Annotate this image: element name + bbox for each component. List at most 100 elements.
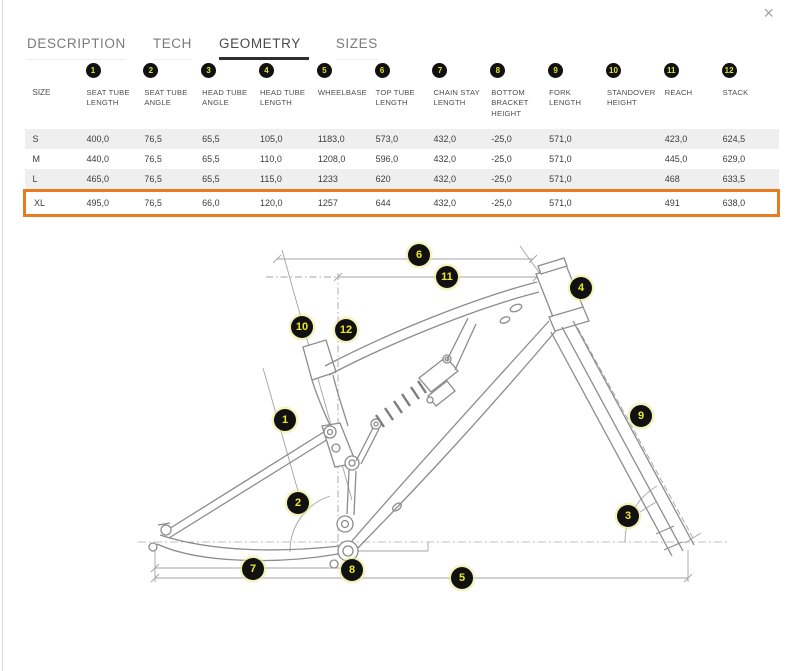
column-header: TOP TUBE LENGTH [375, 88, 415, 108]
column-header: SEAT TUBE LENGTH [86, 88, 130, 108]
diagram-callout-11: 11 [436, 266, 458, 288]
geometry-value: 465,0 [86, 173, 110, 184]
geometry-value: 495,0 [84, 188, 143, 217]
geometry-value: 423,0 [664, 133, 688, 144]
geometry-value: 1183,0 [317, 133, 345, 144]
geometry-value: 76,5 [144, 153, 162, 164]
column-header: WHEELBASE [317, 88, 367, 97]
geometry-value: 65,5 [202, 173, 220, 184]
diagram-callout-4: 4 [570, 277, 592, 299]
diagram-callout-12: 12 [335, 319, 357, 341]
column-number-badge: 11 [663, 63, 679, 78]
geometry-value: -25,0 [489, 188, 548, 217]
geometry-value: 571,0 [549, 153, 572, 164]
geometry-value: 76,5 [144, 133, 162, 144]
geometry-value: 76,5 [142, 188, 201, 217]
diagram-callout-8: 8 [341, 559, 363, 581]
diagram-callout-9: 9 [630, 405, 652, 427]
column-header: REACH [664, 88, 693, 97]
column-header: HEAD TUBE ANGLE [202, 88, 248, 108]
geometry-value: 573,0 [375, 133, 399, 144]
geometry-value: 638,0 [720, 188, 780, 217]
geometry-value: 624,5 [722, 133, 746, 144]
geometry-value [604, 188, 663, 217]
diagram-callout-1: 1 [274, 409, 296, 431]
dimension-lines [150, 245, 702, 583]
diagram-callout-6: 6 [408, 244, 430, 266]
size-label: M [32, 153, 41, 164]
column-number-badge: 3 [201, 63, 217, 78]
column-number-badge: 10 [605, 63, 621, 78]
size-label: L [32, 173, 38, 184]
geometry-value: 445,0 [664, 153, 688, 164]
geometry-value: 1257 [315, 188, 374, 217]
column-header: STANDOVER HEIGHT [606, 88, 656, 108]
diagram-callout-10: 10 [291, 316, 313, 338]
close-icon[interactable]: × [763, 3, 774, 23]
column-number-badge: 2 [143, 63, 159, 78]
geometry-value [605, 129, 663, 149]
column-header: FORK LENGTH [549, 88, 582, 108]
tab-sizes[interactable]: SIZES [335, 36, 378, 60]
size-column-header: SIZE [32, 88, 51, 97]
column-number-badge: 9 [548, 63, 564, 78]
geometry-value: 596,0 [375, 153, 399, 164]
column-number-badge: 8 [490, 63, 506, 78]
geometry-value: 468 [664, 173, 680, 184]
column-header: BOTTOM BRACKET HEIGHT [491, 88, 529, 118]
geometry-value: 629,0 [722, 153, 746, 164]
column-number-badge: 1 [85, 63, 101, 78]
tab-bar: DESCRIPTION TECH GEOMETRY SIZES [27, 36, 378, 60]
panel-left-border [2, 0, 3, 671]
geometry-value: 620 [375, 173, 391, 184]
column-number-badge: 6 [374, 63, 390, 78]
geometry-value: 66,0 [200, 188, 258, 217]
geometry-value: 400,0 [86, 133, 110, 144]
geometry-value: 571,0 [549, 133, 572, 144]
tab-geometry[interactable]: GEOMETRY [219, 36, 309, 60]
size-label: XL [23, 188, 85, 217]
geometry-value: -25,0 [491, 133, 512, 144]
geometry-value: 633,5 [722, 173, 746, 184]
frame-tubes [148, 257, 695, 569]
tab-description[interactable]: DESCRIPTION [27, 36, 126, 60]
geometry-value: 65,5 [202, 153, 220, 164]
geometry-value: 120,0 [257, 188, 316, 217]
geometry-value [605, 149, 663, 169]
diagram-callout-7: 7 [242, 558, 264, 580]
shock-coil-spring [375, 380, 427, 428]
geometry-value: 1233 [317, 173, 338, 184]
geometry-value: 432,0 [433, 173, 456, 184]
geometry-value: 432,0 [431, 188, 490, 217]
geometry-value: 110,0 [259, 153, 282, 164]
geometry-value: 105,0 [259, 133, 283, 144]
geometry-value: 432,0 [433, 133, 456, 144]
column-header: HEAD TUBE LENGTH [259, 88, 306, 108]
column-number-badge: 12 [721, 63, 737, 78]
geometry-value: 76,5 [144, 173, 162, 184]
geometry-value: 491 [662, 188, 721, 217]
diagram-callout-5: 5 [451, 567, 473, 589]
geometry-value: 115,0 [259, 173, 282, 184]
geometry-value: 571,0 [547, 188, 605, 217]
tab-tech[interactable]: TECH [152, 36, 193, 60]
column-header: CHAIN STAY LENGTH [433, 88, 480, 108]
diagram-callout-3: 3 [617, 505, 639, 527]
geometry-value: 440,0 [86, 153, 110, 164]
geometry-value: 571,0 [549, 173, 572, 184]
geometry-value [605, 169, 663, 191]
column-number-badge: 7 [432, 63, 448, 78]
column-number-badge: 5 [316, 63, 332, 78]
geometry-value: 644 [373, 188, 432, 217]
diagram-callout-2: 2 [287, 492, 309, 514]
column-number-badge: 4 [258, 63, 274, 78]
bike-frame-drawing [138, 245, 730, 583]
column-header: STACK [722, 88, 749, 97]
